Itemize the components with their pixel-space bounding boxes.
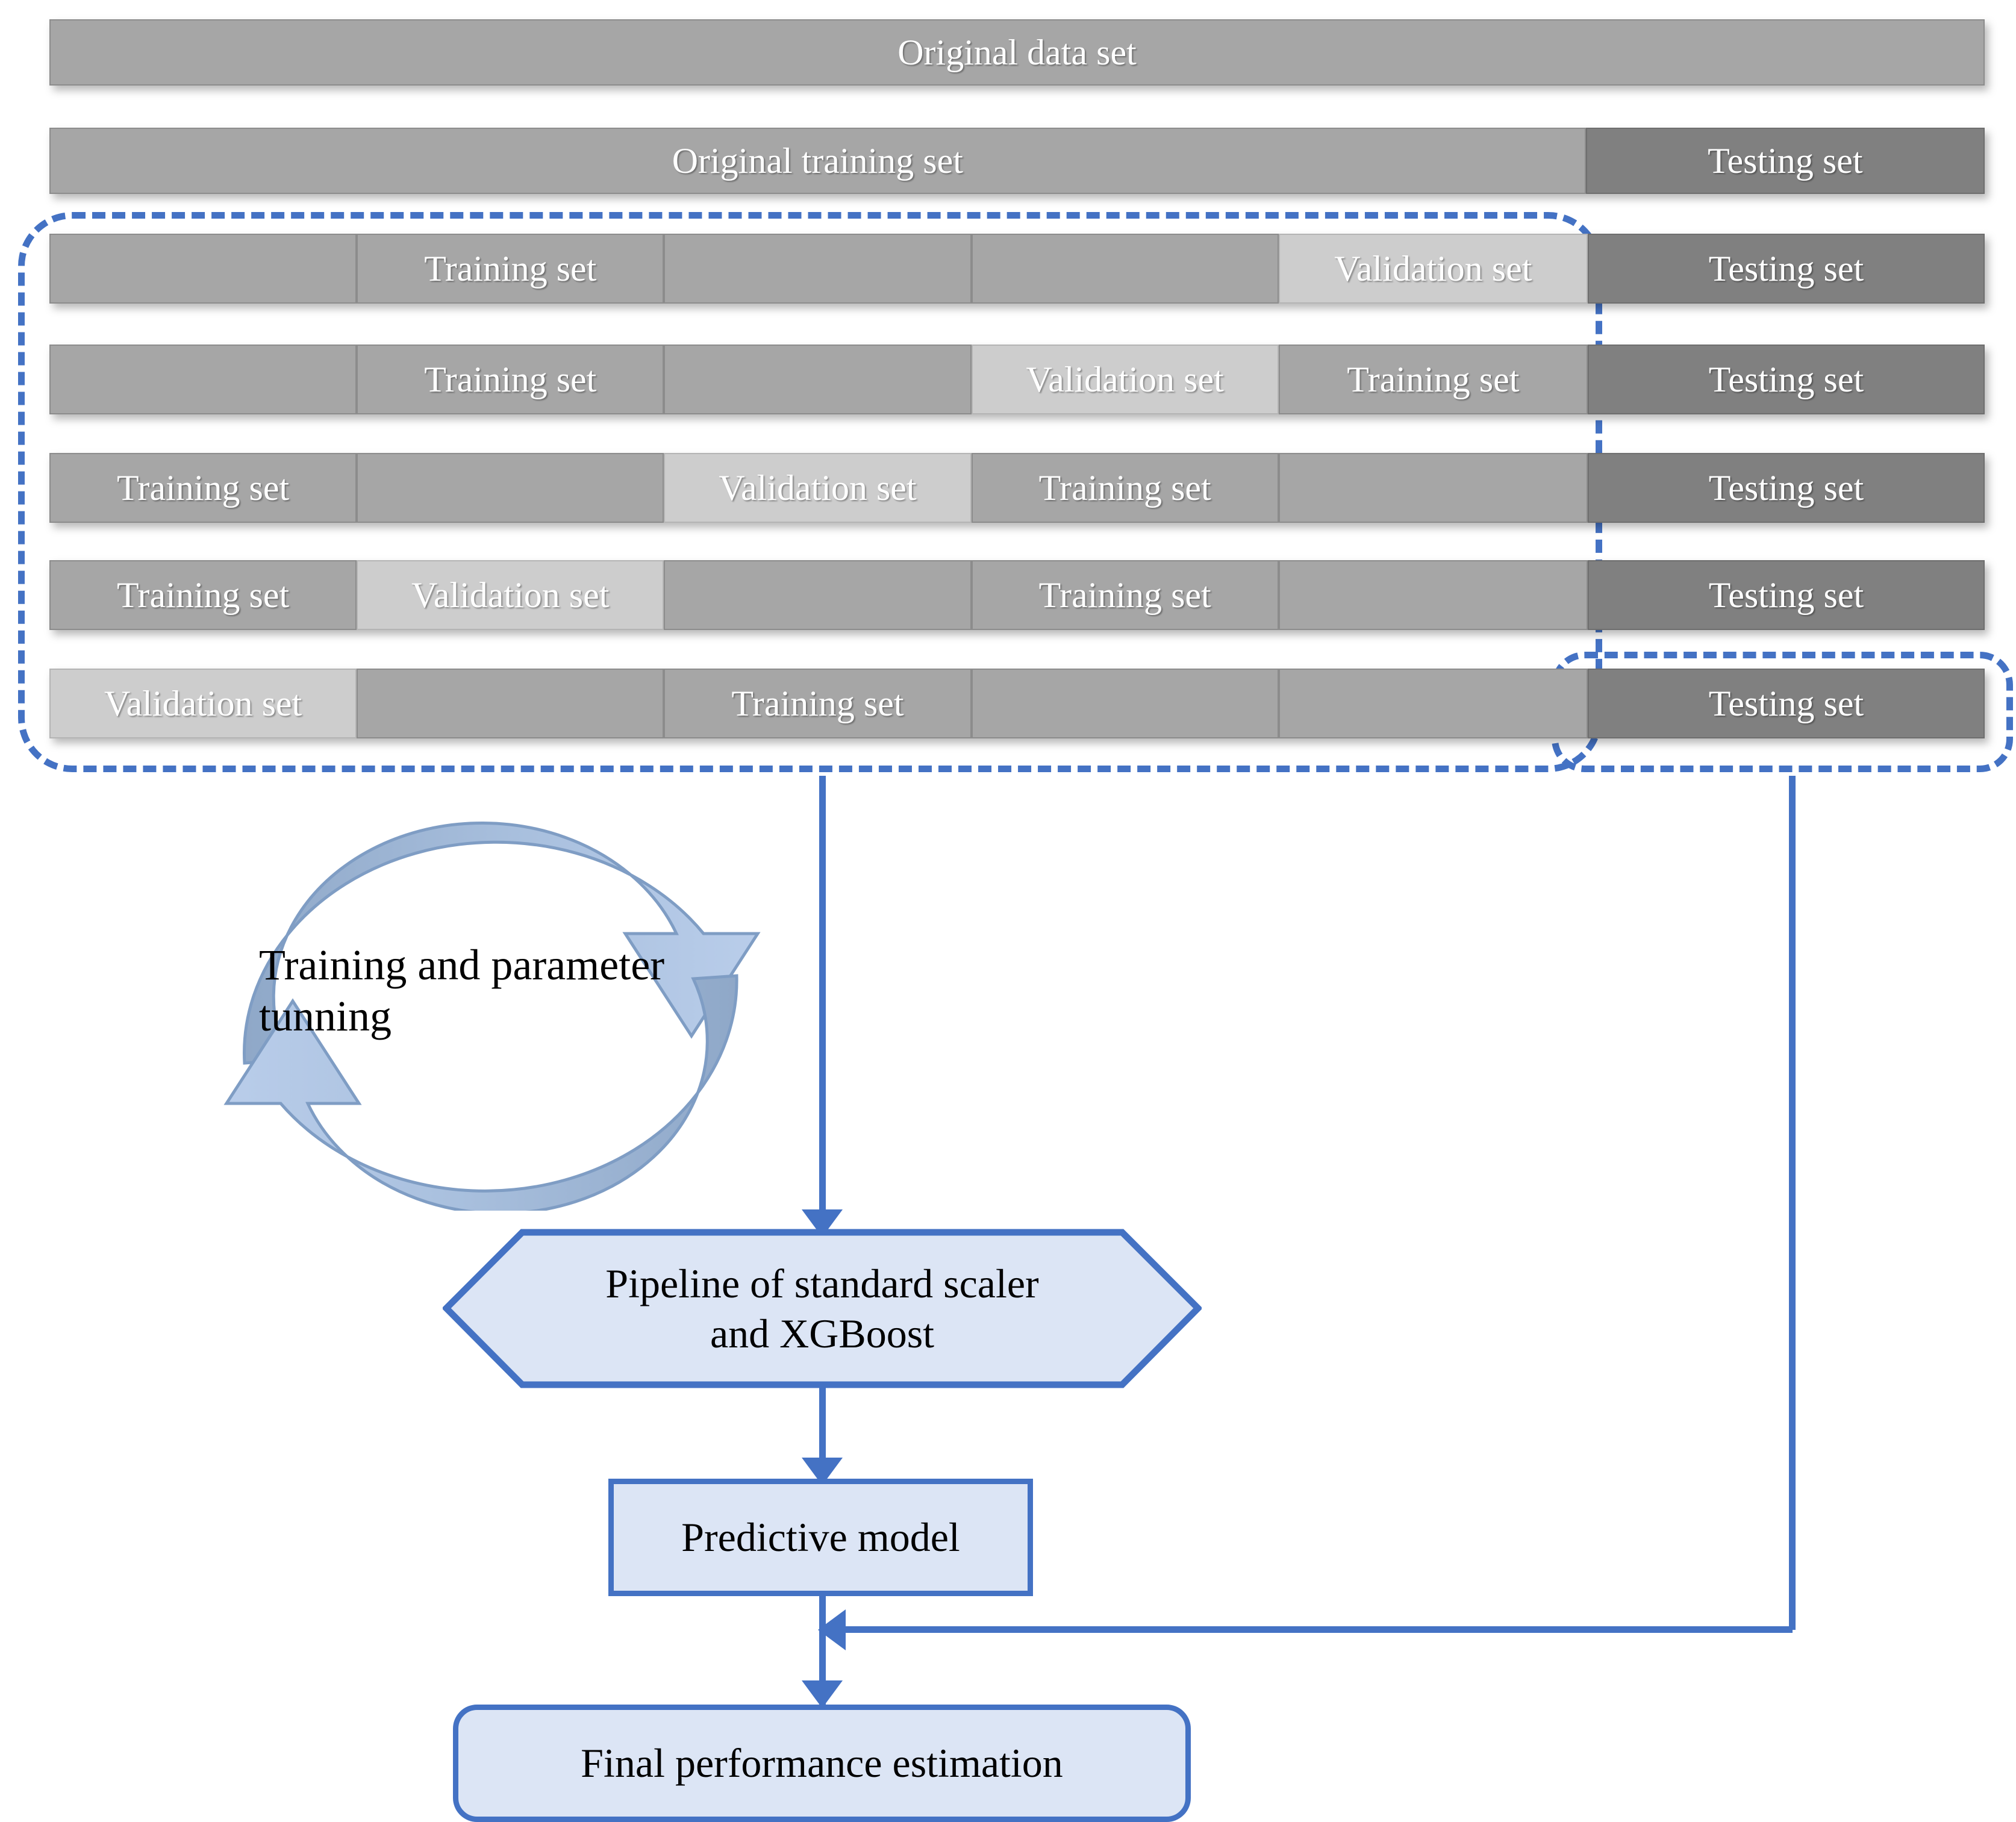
fold-3-segment-3-validation: Validation set: [664, 453, 972, 523]
fold-2-segment-4-validation: Validation set: [971, 345, 1279, 414]
hexagon-shape: [443, 1229, 1202, 1388]
cycle-arrows-icon: [223, 821, 761, 1215]
node-pipeline-line-2: and XGBoost: [710, 1310, 935, 1356]
fold-3-segment-4: Training set: [971, 453, 1279, 523]
fold-4-segment-1: Training set: [49, 560, 357, 630]
connector-pipeline-to-model: [819, 1385, 826, 1476]
node-predictive-model-label: Predictive model: [681, 1514, 960, 1561]
node-final-performance-label: Final performance estimation: [581, 1740, 1063, 1786]
fold-5-testing-set: Testing set: [1587, 669, 1985, 738]
fold-row-1: Training set Validation set Testing set: [49, 234, 1985, 304]
connector-testing-horizontal: [823, 1626, 1793, 1633]
bar-original-training-set: Original training set Testing set: [49, 128, 1985, 194]
fold-1-segment-3: [664, 234, 972, 304]
fold-2-segment-1: [49, 345, 357, 414]
connector-model-to-final: [819, 1593, 826, 1705]
fold-5-segment-4: [971, 669, 1279, 738]
segment-testing-set: Testing set: [1585, 128, 1985, 194]
cycle-arrow-top: [243, 821, 761, 1065]
fold-row-3: Training set Validation set Training set…: [49, 453, 1985, 523]
fold-4-segment-4: Training set: [971, 560, 1279, 630]
fold-4-segment-2-validation: Validation set: [357, 560, 664, 630]
fold-1-segment-1: [49, 234, 357, 304]
fold-5-segment-1-validation: Validation set: [49, 669, 357, 738]
fold-row-2: Training set Validation set Training set…: [49, 345, 1985, 414]
cycle-arrow-bottom: [223, 974, 738, 1215]
fold-2-segment-2: Training set: [357, 345, 664, 414]
fold-4-segment-3: [664, 560, 972, 630]
node-pipeline-line-1: Pipeline of standard scaler: [605, 1260, 1039, 1306]
arrowhead-model-to-final: [802, 1680, 843, 1708]
fold-3-segment-5: [1278, 453, 1588, 523]
fold-3-segment-2: [357, 453, 664, 523]
fold-2-segment-3: [664, 345, 972, 414]
fold-5-segment-5: [1278, 669, 1588, 738]
fold-row-4: Training set Validation set Training set…: [49, 560, 1985, 630]
cycle-label: Training and parameter tunning: [259, 940, 753, 1042]
fold-5-segment-3: Training set: [664, 669, 972, 738]
fold-1-segment-2: Training set: [357, 234, 664, 304]
fold-5-segment-2: [357, 669, 664, 738]
fold-3-segment-1: Training set: [49, 453, 357, 523]
fold-4-testing-set: Testing set: [1587, 560, 1985, 630]
node-pipeline-label: Pipeline of standard scaler and XGBoost: [443, 1229, 1202, 1388]
fold-4-segment-5: [1278, 560, 1588, 630]
connector-folds-to-pipeline: [819, 776, 826, 1223]
connector-testing-to-final: [1789, 776, 1796, 1630]
node-pipeline[interactable]: Pipeline of standard scaler and XGBoost: [443, 1229, 1202, 1388]
fold-row-5: Validation set Training set Testing set: [49, 669, 1985, 738]
fold-2-segment-5: Training set: [1278, 345, 1588, 414]
fold-1-segment-5-validation: Validation set: [1278, 234, 1588, 304]
fold-1-testing-set: Testing set: [1587, 234, 1985, 304]
node-predictive-model[interactable]: Predictive model: [608, 1479, 1033, 1596]
training-tuning-cycle: [192, 795, 800, 1215]
cycle-label-line-2: tunning: [259, 991, 392, 1040]
fold-2-testing-set: Testing set: [1587, 345, 1985, 414]
node-final-performance[interactable]: Final performance estimation: [453, 1705, 1191, 1822]
bar-original-data-set: Original data set: [49, 19, 1985, 86]
fold-1-segment-4: [971, 234, 1279, 304]
segment-original-data-set: Original data set: [49, 19, 1985, 86]
segment-original-training-set: Original training set: [49, 128, 1586, 194]
fold-3-testing-set: Testing set: [1587, 453, 1985, 523]
cycle-label-line-1: Training and parameter: [259, 941, 665, 989]
